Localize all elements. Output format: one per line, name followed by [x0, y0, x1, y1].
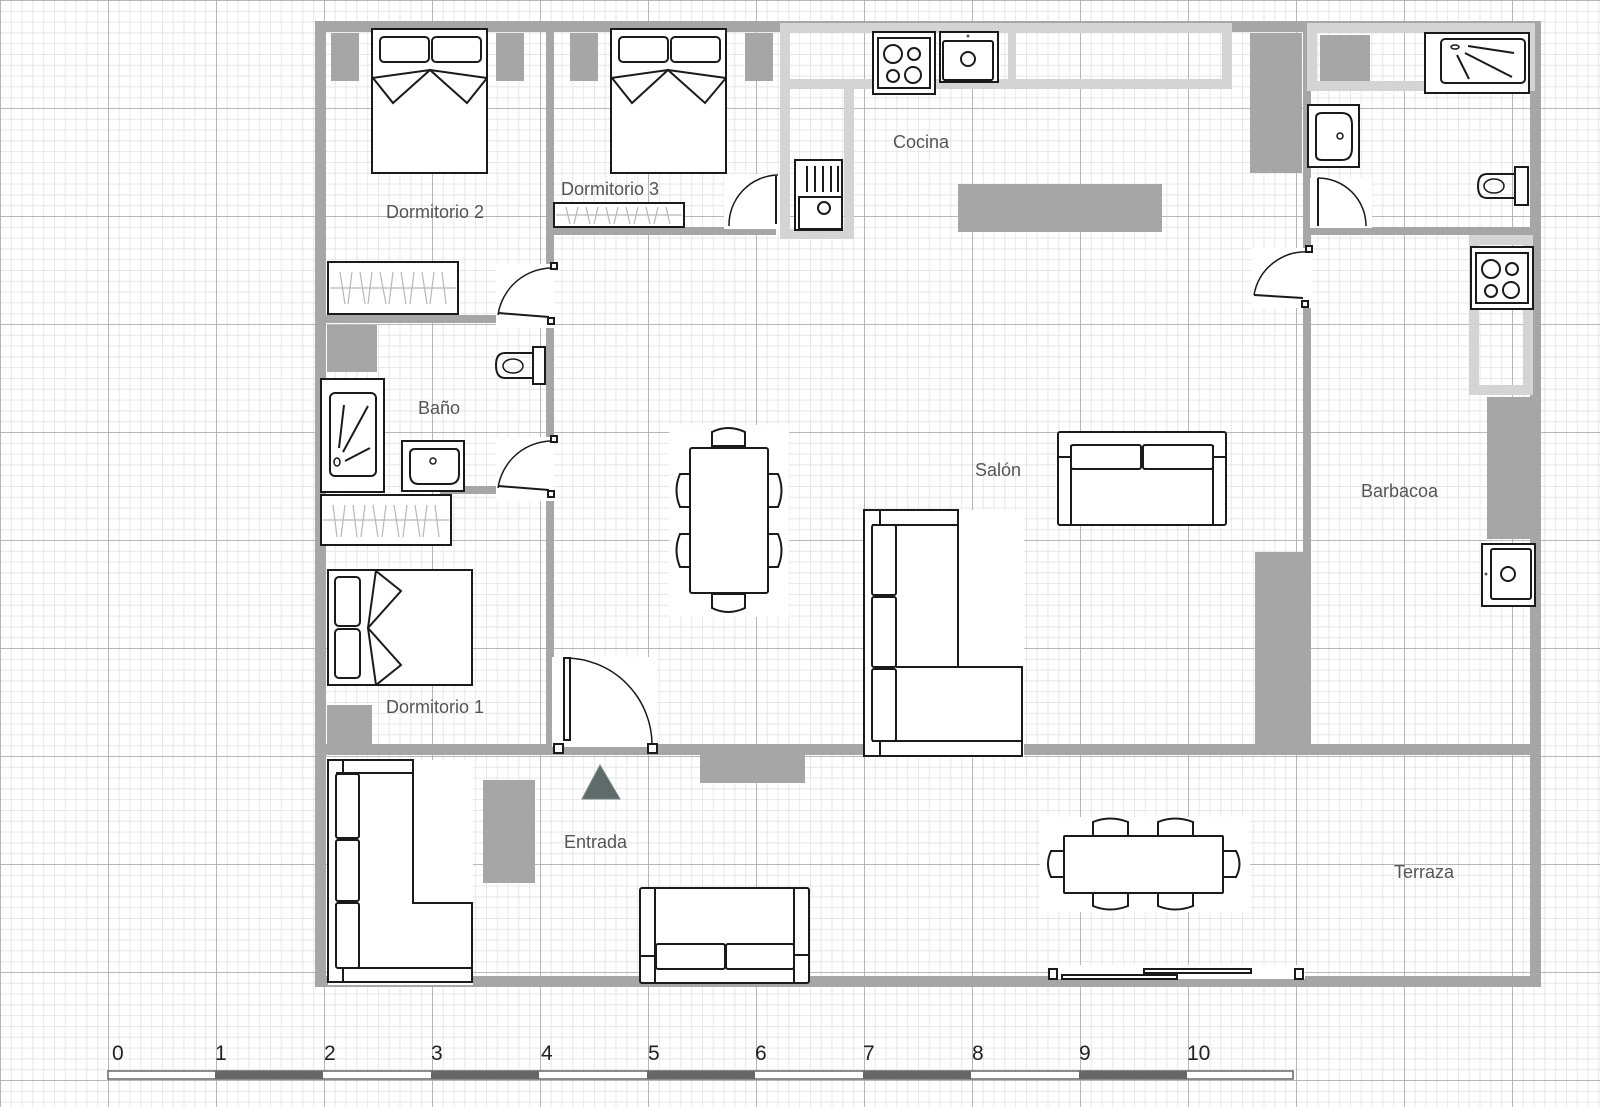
- scale-tick-3: 3: [431, 1042, 443, 1065]
- sofa-salon: [1057, 431, 1227, 526]
- wardrobe-dormitorio-3: [553, 202, 685, 228]
- room-label-salon: Salón: [975, 460, 1021, 480]
- scale-tick-5: 5: [648, 1042, 660, 1065]
- door-bano: [496, 435, 558, 501]
- sink-cocina: [939, 31, 999, 83]
- room-label-terraza: Terraza: [1394, 862, 1455, 882]
- scale-tick-10: 10: [1187, 1042, 1210, 1065]
- scale-tick-6: 6: [755, 1042, 767, 1065]
- kitchen-island: [958, 184, 1162, 232]
- scale-tick-4: 4: [541, 1042, 553, 1065]
- scale-tick-7: 7: [863, 1042, 875, 1065]
- door-dormitorio-3: [724, 174, 780, 229]
- scale-tick-8: 8: [972, 1042, 984, 1065]
- room-label-entrada: Entrada: [564, 832, 628, 852]
- bed-dormitorio-1: [327, 569, 473, 686]
- cooktop-cocina: [872, 31, 936, 95]
- door-wc: [1310, 177, 1372, 228]
- scale-bar: 0 1 2 3 4 5 6 7 8 9 10: [107, 1042, 1294, 1080]
- triangle-up-icon: [581, 763, 621, 800]
- door-barbacoa: [1252, 245, 1313, 308]
- bed-dormitorio-3: [610, 28, 727, 174]
- counters: [780, 23, 1535, 395]
- wardrobe-dormitorio-2: [327, 261, 459, 315]
- wardrobe-dormitorio-1: [320, 494, 452, 546]
- cooktop-barbacoa: [1470, 246, 1534, 310]
- scale-tick-1: 1: [215, 1042, 227, 1065]
- scale-tick-9: 9: [1079, 1042, 1091, 1065]
- corner-sofa-salon: [863, 509, 1024, 758]
- sink-bano: [401, 440, 465, 492]
- room-label-dormitorio-3: Dormitorio 3: [561, 179, 659, 199]
- room-label-barbacoa: Barbacoa: [1361, 481, 1439, 501]
- sliding-door-terraza: [1048, 965, 1305, 980]
- dishwasher-cocina: [794, 159, 843, 231]
- room-label-dormitorio-1: Dormitorio 1: [386, 697, 484, 717]
- corner-sofa-entrada: [327, 759, 473, 985]
- bed-dormitorio-2: [371, 28, 488, 174]
- dining-table-salon: [669, 425, 789, 617]
- sink-barbacoa: [1481, 543, 1536, 607]
- room-label-dormitorio-2: Dormitorio 2: [386, 202, 484, 222]
- toilet-wc: [1476, 166, 1529, 206]
- shower-bano: [320, 378, 385, 493]
- shower-wc: [1424, 32, 1530, 94]
- main-entrance-door: [552, 657, 658, 754]
- room-label-bano: Baño: [418, 398, 460, 418]
- door-dormitorio-2: [496, 262, 558, 328]
- room-label-cocina: Cocina: [893, 132, 950, 152]
- sink-wc: [1307, 104, 1360, 168]
- scale-tick-0: 0: [112, 1042, 124, 1065]
- scale-tick-2: 2: [324, 1042, 336, 1065]
- dining-table-terraza: [1040, 817, 1250, 912]
- sofa-terraza: [639, 887, 810, 984]
- toilet-bano: [494, 346, 546, 385]
